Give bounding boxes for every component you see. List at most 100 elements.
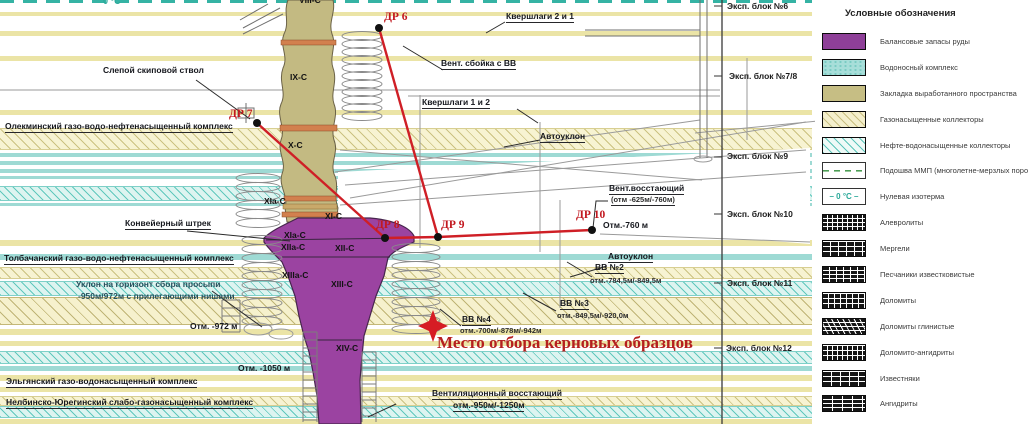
vent-raise-mid-label: Вент.восстающий [609,183,685,196]
stope-void [338,148,810,244]
marl-swatch [822,240,866,258]
blind-shaft-label: Слепой скиповой ствол [103,65,204,75]
ore-reserves-swatch [822,33,866,50]
autoincline-upper-label: Автоуклон [540,131,586,144]
strata-band [0,267,812,279]
oil-water-collectors-swatch [822,136,866,154]
upper-pipe-backfill [279,0,339,223]
strata-band [0,31,812,36]
legend-item: Доломиты [822,291,1028,309]
bv3-elevation: отм.-849,5м/-920,0м [557,311,629,320]
drill-point-dr7 [253,119,261,127]
block-9-label: Эксп. блок №9 [727,151,789,161]
legend-item: Подошва ММП (многолетне-мерзлых пород) [822,162,1028,180]
strata-band [0,351,812,364]
seam-xii-label: XII-С [335,243,355,253]
seam-xi-label: XI-С [325,211,342,221]
anhydrite-swatch [822,395,866,413]
strata-band [0,366,812,371]
spiral-ramp [391,243,441,334]
complex-nelbinsky-label: Нелбинско-Юрегинский слабо-газонасыщенны… [6,397,254,410]
legend-item-label: Алевролиты [880,218,924,228]
spiral-ramp [341,31,383,121]
crosscuts-2-1-label: Квершлаги 2 и 1 [506,11,574,24]
seam-xiv-label: XIV-С [336,343,359,353]
legend-item-label: Газонасыщенные коллекторы [880,114,984,124]
vent-raise-bottom-elevation: отм.-950м/-1250м [453,400,525,413]
crosscuts-1-2-label: Квершлаги 1 и 2 [422,97,490,110]
legend-item-label: Ангидриты [880,399,918,409]
seam-xiiia-label: XIIIa-С [282,270,309,280]
ore-interlayer [282,203,338,210]
legend-item-label: Нулевая изотерма [880,192,945,202]
aquifer-swatch [822,58,866,76]
legend-item: Песчаники известковистые [822,266,1028,284]
seam-xiii-label: XIII-С [331,279,353,289]
block-78-label: Эксп. блок №7/8 [729,71,798,81]
block-12-label: Эксп. блок №12 [726,343,792,353]
backfill-swatch [822,84,866,102]
incline-label-line1: Уклон на горизонт сбора просыпи [76,279,221,289]
seam-xia2-label: XIa-С [284,230,306,240]
zero-isotherm-line [0,0,812,3]
legend-item: Водоносный комплекс [822,58,1028,76]
legend-item: Нефте-водонасыщенные коллекторы [822,136,1028,154]
legend-item: Известняки [822,369,1028,387]
elevation-760-label: Отм.-760 м [603,220,649,230]
bv2-elevation: отм.-784,5м/-849,5м [590,276,662,285]
legend-item-label: Песчаники известковистые [880,270,975,280]
permafrost-base-swatch [822,162,866,180]
raise-ladder [361,351,377,422]
isotherm-label: 0 °C [103,0,121,6]
spiral-ramp [241,235,283,326]
dolomite-anhydrite-swatch [822,343,866,361]
elevation-1050-label: Отм. -1050 м [238,363,291,373]
complex-tolbachansky-label: Толбачанский газо-водо-нефтенасыщенный к… [4,253,234,266]
bv4-elevation: отм.-700м/-878м/-942м [460,326,542,335]
strata-band [0,186,812,201]
strata-band [0,419,812,424]
bv4-label: ВВ №4 [462,314,491,327]
elevation-972-label: Отм. -972 м [190,321,238,331]
legend-item-label: Водоносный комплекс [880,62,958,72]
strata-band [0,169,812,173]
bv2-label: ВВ №2 [595,262,624,275]
legend-item-label: Мергели [880,244,910,254]
gas-collectors-swatch [822,110,866,128]
strata-band [0,240,812,246]
legend-item-label: Балансовые запасы руды [880,37,970,46]
strata-band [0,110,812,115]
strata-band [0,161,812,165]
vent-raise-mid-elevation: (отм -625м/-760м) [611,195,675,207]
legend-item-label: Доломиты [880,295,916,305]
legend-item: Алевролиты [822,214,1028,232]
drillhole-dr8-label: ДР 8 [376,219,400,231]
legend-item: Ангидриты [822,395,1028,413]
legend-item-label: Нефте-водонасыщенные коллекторы [880,140,1011,150]
legend-item-label: Доломиты глинистые [880,321,955,331]
drill-point-dr10 [588,226,596,234]
drillhole-dr7-label: ДР 7 [229,108,253,120]
drill-point-dr6 [375,24,383,32]
drillhole-dr6-label: ДР 6 [384,11,408,23]
complex-olekminsky-label: Олекминский газо-водо-нефтенасыщенный ко… [5,121,233,134]
legend-item: Доломиты глинистые [822,317,1028,335]
legend-item-label: Доломито-ангидриты [880,347,954,357]
vent-raise-bottom-label: Вентиляционный восстающий [432,388,562,401]
ore-interlayer [279,124,338,132]
incline-label-line2: -950м/972м с прилегающими нишами [78,291,235,301]
block-11-label: Эксп. блок №11 [727,278,793,288]
legend-item-label: Известняки [880,373,920,383]
zero-isotherm-swatch: – 0 °C – [822,188,866,206]
bv3-label: ВВ №3 [560,298,589,311]
seam-viii-label: VIII-С [299,0,321,5]
seam-ix-label: IX-С [290,72,307,82]
drillhole-dr9-label: ДР 9 [441,219,465,231]
conveyor-drift-label: Конвейерный штрек [125,218,211,231]
strata-band [0,153,812,157]
core-sampling-note: Место отбора керновых образцов [437,333,693,352]
strata-band [0,176,812,179]
legend-item: Балансовые запасы руды [822,33,1028,50]
strata-band [0,203,812,206]
